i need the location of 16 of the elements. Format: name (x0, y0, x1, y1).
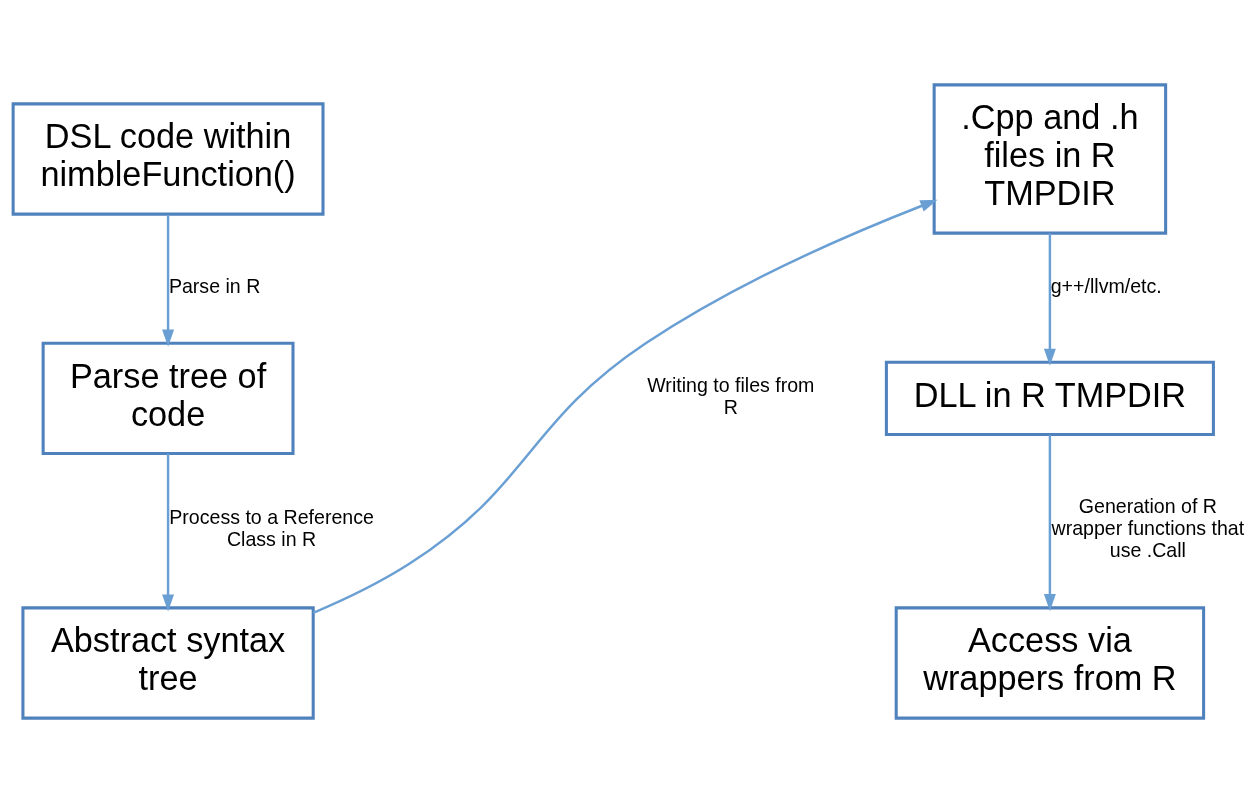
arrow (312, 199, 938, 614)
arrow (1043, 435, 1056, 612)
node-box: DLL in R TMPDIR (884, 360, 1215, 437)
edge-label: Process to a Reference Class in R (169, 506, 374, 551)
arrow (1043, 233, 1056, 366)
edge-label: Writing to files from R (647, 374, 815, 419)
node-box: Access via wrappers from R (894, 606, 1206, 720)
node-box: Abstract syntax tree (21, 606, 315, 720)
node-box: Parse tree of code (41, 341, 295, 456)
edge-label: Generation of R wrapper functions that use .Call (1051, 495, 1245, 562)
node-box: .Cpp and .h files in R TMPDIR (932, 83, 1168, 235)
arrow (162, 453, 175, 612)
arrow (162, 214, 175, 347)
edge-label: g++/llvm/etc. (1050, 274, 1162, 297)
node-box: DSL code within nimbleFunction() (11, 102, 325, 216)
edge-label: Parse in R (168, 274, 261, 297)
